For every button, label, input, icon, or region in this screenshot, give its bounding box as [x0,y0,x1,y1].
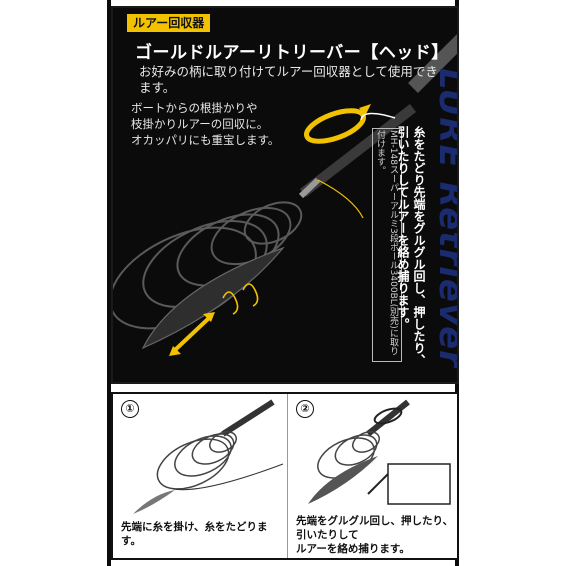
category-label: ルアー回収器 [127,14,211,32]
step-2-illustration [308,399,451,505]
left-border [107,0,111,566]
step-2-caption: 先端をグルグル回し、押したり、引いたりして ルアーを絡め捕ります。 [296,515,454,555]
step-1-caption: 先端に糸を掛け、糸をたどります。 [121,521,268,547]
product-title: ゴールドルアーリトリーバー【ヘッド】 [135,43,449,63]
product-image-panel: ルアー回収器 ゴールドルアーリトリーバー【ヘッド】 お好みの柄に取り付けてルアー… [111,6,459,384]
brand-watermark: LURE Retriever [431,68,459,368]
step-2-number: ② [296,400,314,418]
retriever-illustration [113,34,457,356]
pole-compatibility-note: MH-148スーパーアルミ3段ポール3400BL(別売)に取り付けます。 [372,128,402,362]
step-1-number: ① [121,400,139,418]
step-1-illustration [133,399,284,514]
steps-divider [287,394,288,558]
product-description: お好みの柄に取り付けてルアー回収器として使用できます。 [139,64,438,95]
operation-note: 糸をたどり先端をグルグル回し、押したり、 引いたりしてルアーを絡め捕ります。 [396,126,426,366]
instruction-steps-panel: ① 先端に糸を掛け、糸をたどります。 ② 先端をグルグル回し、押したり、引いたり… [111,392,459,560]
usage-note: ボートからの根掛かりや 枝掛かりルアーの回収に。 オカッパリにも重宝します。 [131,101,280,147]
